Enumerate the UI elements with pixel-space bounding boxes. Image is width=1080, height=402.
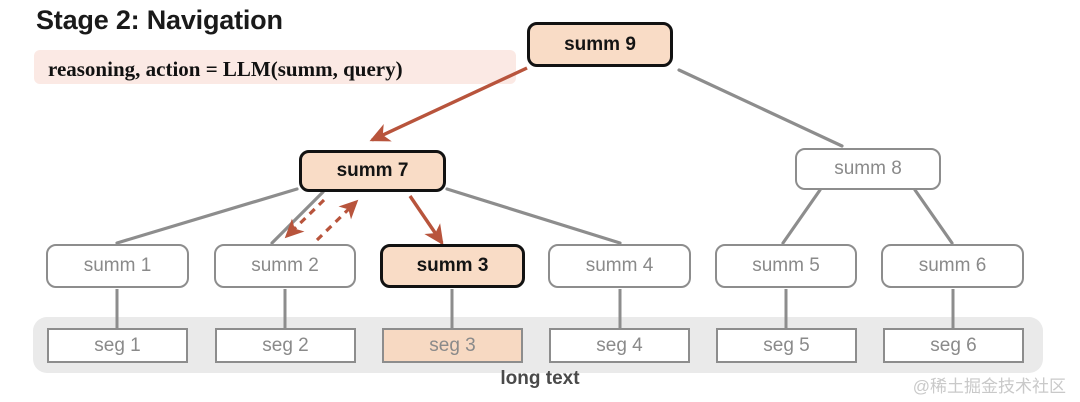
edge-summ7-summ1	[115, 187, 299, 245]
edge-summ7-summ2	[270, 190, 325, 245]
edge-summ8-summ6	[913, 188, 954, 245]
node-summ-4-label: summ 4	[585, 255, 654, 276]
arrow-dashed-up-to-summ7	[315, 199, 359, 242]
edge-summ9-summ8	[677, 68, 844, 148]
node-summ-6[interactable]: summ 6	[881, 244, 1024, 288]
node-summ-7-label: summ 7	[336, 160, 409, 181]
node-summ-8[interactable]: summ 8	[795, 148, 941, 190]
segment-seg-6[interactable]: seg 6	[883, 328, 1024, 363]
segment-seg-3-label: seg 3	[429, 334, 476, 356]
node-summ-9-label: summ 9	[564, 33, 636, 55]
node-summ-1-label: summ 1	[83, 255, 152, 276]
node-summ-4[interactable]: summ 4	[548, 244, 691, 288]
arrow-dashed-down-to-summ2	[284, 198, 326, 239]
arrow-summ7-to-summ3	[408, 195, 444, 246]
node-summ-8-label: summ 8	[834, 158, 902, 179]
node-summ-3-label: summ 3	[416, 255, 489, 276]
segment-seg-5[interactable]: seg 5	[716, 328, 857, 363]
node-summ-5-label: summ 5	[752, 255, 820, 276]
node-summ-1[interactable]: summ 1	[46, 244, 189, 288]
node-summ-2[interactable]: summ 2	[214, 244, 356, 288]
segment-seg-4-label: seg 4	[596, 334, 643, 356]
segment-seg-2[interactable]: seg 2	[215, 328, 356, 363]
formula-text: reasoning, action = LLM(summ, query)	[48, 57, 403, 81]
segment-seg-4[interactable]: seg 4	[549, 328, 690, 363]
long-text-label: long text	[500, 368, 580, 389]
segment-seg-1-label: seg 1	[94, 334, 141, 356]
node-summ-2-label: summ 2	[251, 255, 319, 276]
segment-seg-3[interactable]: seg 3	[382, 328, 523, 363]
edge-summ8-summ5	[781, 188, 822, 245]
segment-seg-1[interactable]: seg 1	[47, 328, 188, 363]
segment-seg-2-label: seg 2	[262, 334, 309, 356]
node-summ-3[interactable]: summ 3	[380, 244, 525, 288]
watermark: @稀土掘金技术社区	[912, 377, 1066, 396]
segment-seg-5-label: seg 5	[763, 334, 810, 356]
page-title: Stage 2: Navigation	[36, 5, 283, 35]
node-summ-6-label: summ 6	[918, 255, 987, 276]
long-text-band	[33, 317, 1043, 373]
edge-summ7-summ4	[445, 187, 622, 245]
segment-seg-6-label: seg 6	[930, 334, 977, 356]
node-summ-7[interactable]: summ 7	[299, 150, 446, 192]
node-summ-9[interactable]: summ 9	[527, 22, 673, 67]
node-summ-5[interactable]: summ 5	[715, 244, 857, 288]
